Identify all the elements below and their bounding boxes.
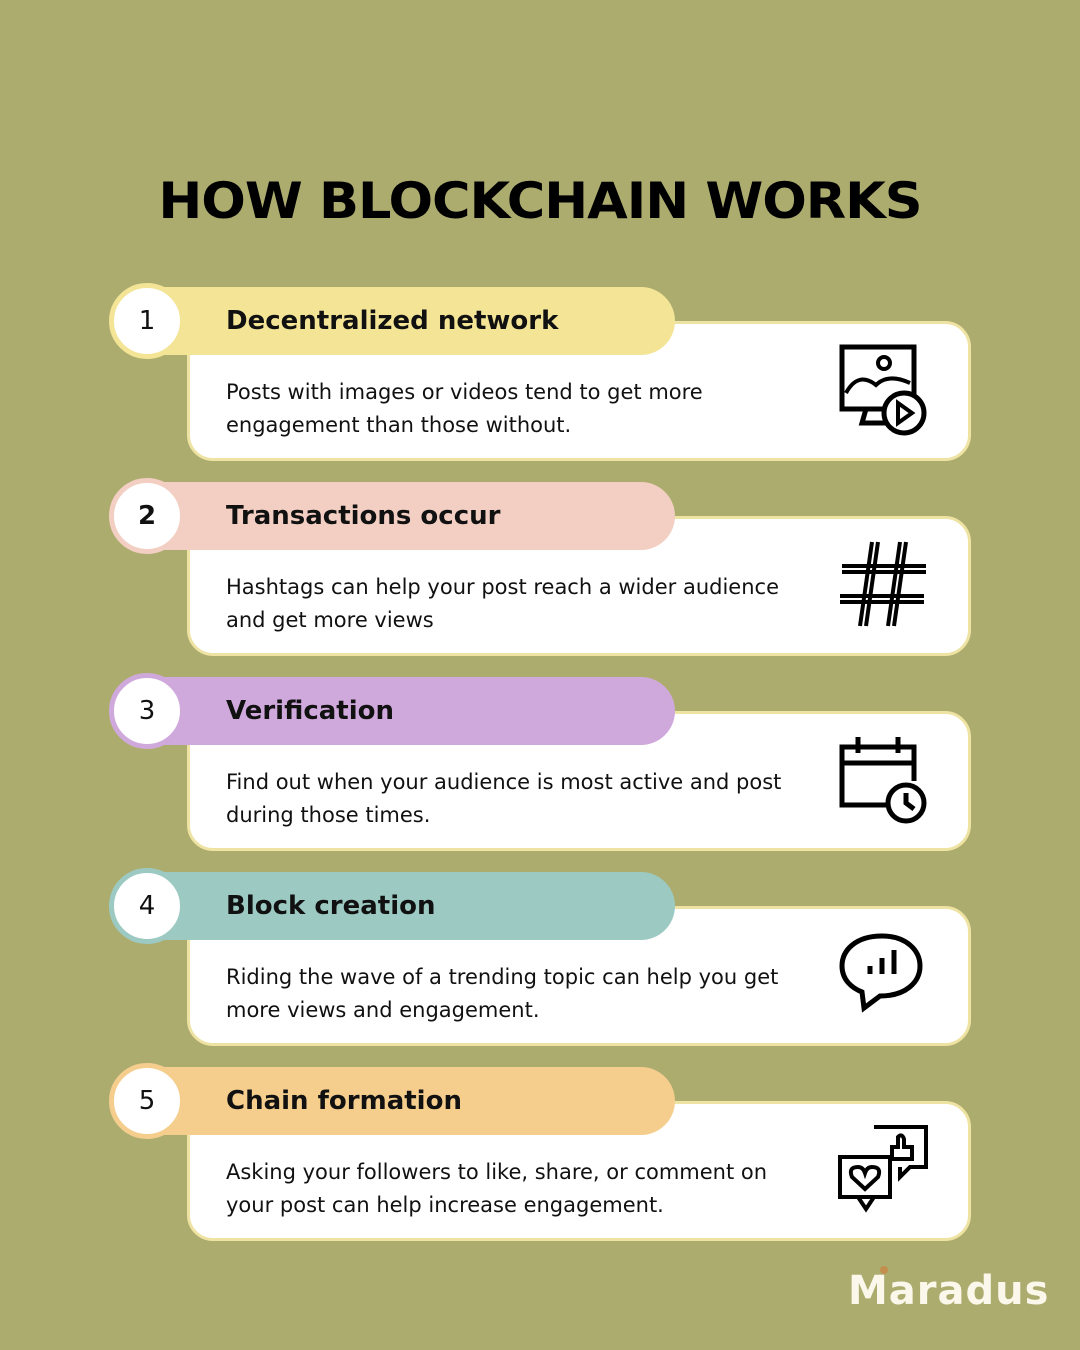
step-number-badge: 1 bbox=[109, 283, 185, 359]
step-heading: Transactions occur bbox=[226, 501, 501, 531]
step-heading-pill: Chain formation bbox=[110, 1067, 675, 1135]
calendar-clock-icon bbox=[839, 737, 927, 824]
step-heading-pill: Block creation bbox=[110, 872, 675, 940]
step-heading: Chain formation bbox=[226, 1086, 462, 1116]
step-number: 5 bbox=[138, 1086, 156, 1116]
step-number: 2 bbox=[137, 501, 157, 531]
step-number-badge: 5 bbox=[109, 1063, 185, 1139]
step-heading: Block creation bbox=[226, 891, 436, 921]
step-number: 3 bbox=[138, 696, 156, 726]
page-title: HOW BLOCKCHAIN WORKS bbox=[158, 172, 922, 230]
step-heading-pill: Verification bbox=[110, 677, 675, 745]
step-3: Find out when your audience is most acti… bbox=[0, 673, 1080, 857]
brand-logo: Maradus bbox=[848, 1268, 1050, 1314]
hashtag-icon bbox=[840, 541, 926, 627]
like-heart-bubbles-icon bbox=[838, 1125, 928, 1213]
step-4: Riding the wave of a trending topic can … bbox=[0, 868, 1080, 1052]
step-description: Riding the wave of a trending topic can … bbox=[226, 965, 779, 1022]
step-heading: Decentralized network bbox=[226, 306, 559, 336]
chat-chart-icon bbox=[839, 933, 923, 1013]
step-2: Hashtags can help your post reach a wide… bbox=[0, 478, 1080, 662]
step-number-badge: 4 bbox=[109, 868, 185, 944]
step-heading-pill: Transactions occur bbox=[110, 482, 675, 550]
logo-dot bbox=[880, 1266, 888, 1274]
step-heading: Verification bbox=[226, 696, 395, 726]
step-number: 1 bbox=[138, 306, 156, 336]
step-number-badge: 2 bbox=[109, 478, 185, 554]
step-description: Hashtags can help your post reach a wide… bbox=[226, 575, 779, 632]
step-1: Posts with images or videos tend to get … bbox=[0, 283, 1080, 467]
step-description: Posts with images or videos tend to get … bbox=[226, 380, 703, 437]
image-video-monitor-icon bbox=[839, 344, 927, 436]
step-5: Asking your followers to like, share, or… bbox=[0, 1063, 1080, 1247]
step-description: Asking your followers to like, share, or… bbox=[226, 1160, 768, 1217]
step-heading-pill: Decentralized network bbox=[110, 287, 675, 355]
step-number-badge: 3 bbox=[109, 673, 185, 749]
step-number: 4 bbox=[138, 891, 156, 921]
step-description: Find out when your audience is most acti… bbox=[226, 770, 782, 827]
